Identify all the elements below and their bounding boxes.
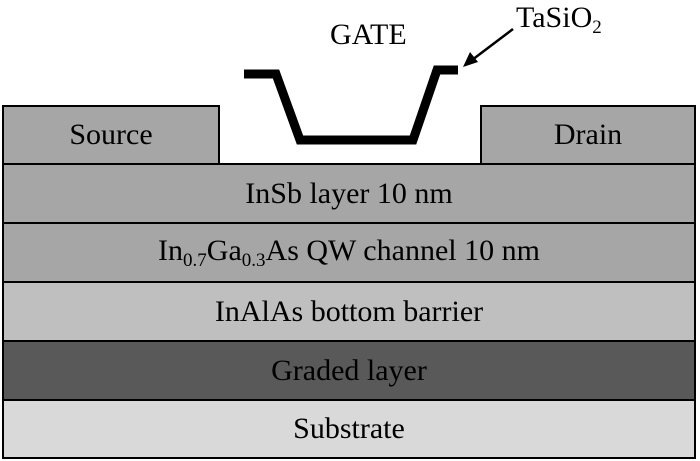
dielectric-arrow-shaft bbox=[471, 28, 514, 61]
graded-layer: Graded layer bbox=[2, 340, 696, 401]
gate-dielectric-line bbox=[244, 65, 458, 145]
substrate-layer-label: Substrate bbox=[293, 412, 405, 445]
graded-layer-label: Graded layer bbox=[271, 353, 427, 387]
gate-label: GATE bbox=[330, 18, 407, 51]
dielectric-label: TaSiO2 bbox=[516, 1, 602, 38]
barrier-layer-label: InAlAs bottom barrier bbox=[214, 294, 484, 328]
substrate-layer: Substrate bbox=[2, 399, 696, 459]
insb-layer: InSb layer 10 nm bbox=[2, 163, 696, 224]
source-label: Source bbox=[69, 118, 153, 151]
barrier-layer: InAlAs bottom barrier bbox=[2, 281, 696, 342]
drain-label: Drain bbox=[553, 118, 623, 151]
source-contact: Source bbox=[2, 105, 220, 165]
channel-layer: In0.7Ga0.3As QW channel 10 nm bbox=[2, 222, 696, 283]
insb-layer-label: InSb layer 10 nm bbox=[245, 176, 453, 210]
dielectric-arrow-head bbox=[463, 52, 478, 67]
channel-layer-label: In0.7Ga0.3As QW channel 10 nm bbox=[158, 233, 540, 271]
